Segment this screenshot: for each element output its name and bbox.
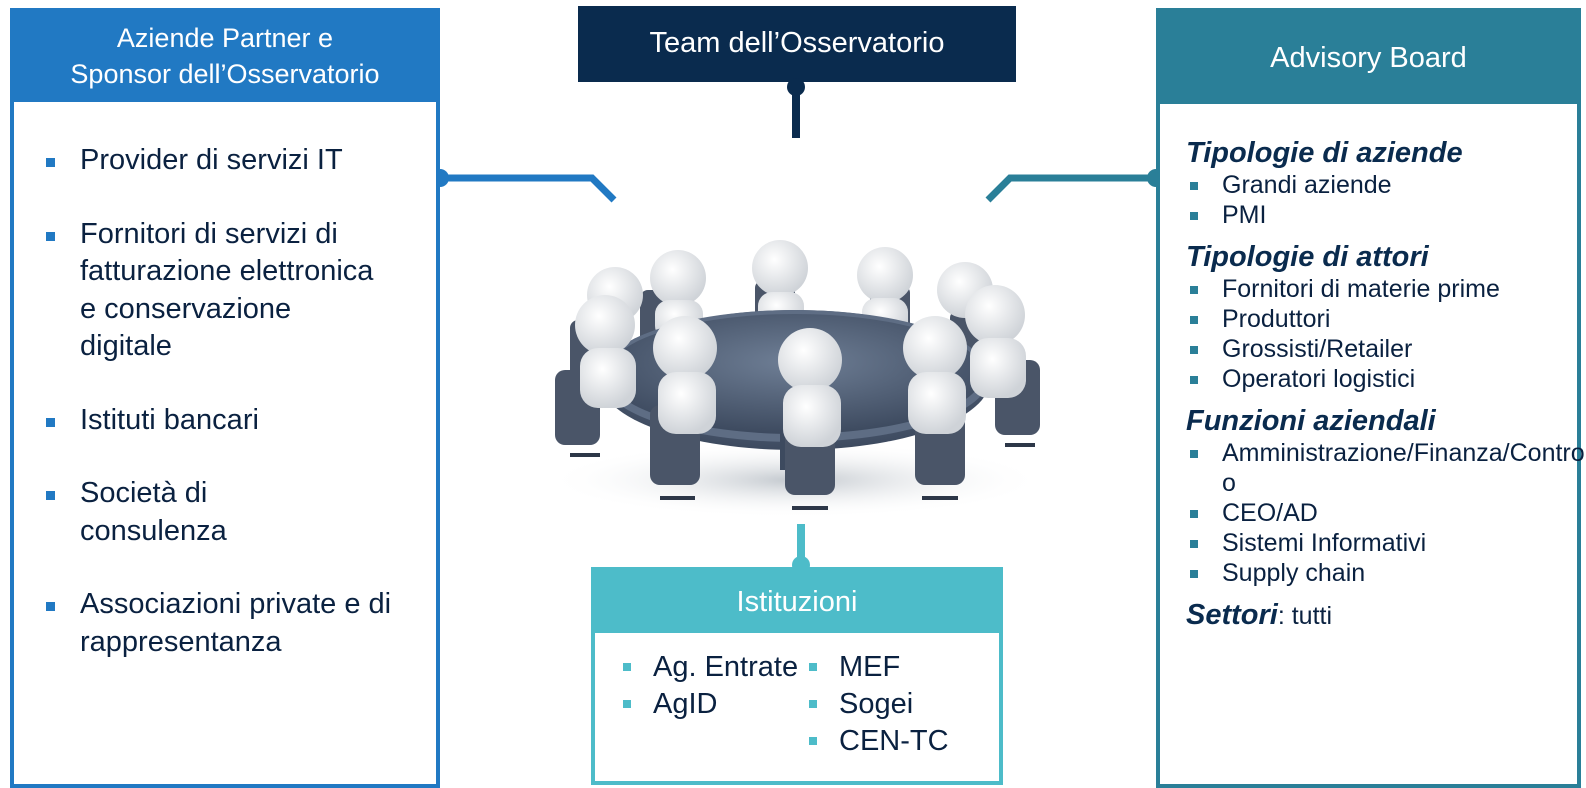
right-connector: [985, 169, 1165, 203]
istituzioni-connector: [797, 524, 805, 568]
istituzioni-list-col1: Ag. Entrate AgID: [619, 649, 798, 723]
settori-value: : tutti: [1277, 602, 1333, 630]
round-table-meeting-illustration: [545, 240, 1045, 518]
list-item: Supply chain: [1186, 558, 1576, 588]
list-item: Sogei: [805, 686, 985, 723]
list-item: Ag. Entrate: [619, 649, 803, 686]
list-item: Società di consulenza: [38, 475, 340, 550]
left-connector: [431, 169, 617, 203]
list-item: Amministrazione/Finanza/Controllo: [1186, 438, 1586, 498]
list-item: Provider di servizi IT: [38, 142, 428, 180]
list-item: Associazioni private e di rappresentanza: [38, 586, 428, 661]
list-item: Produttori: [1186, 304, 1576, 334]
list-item: CEO/AD: [1186, 498, 1576, 528]
group-heading: Tipologie di attori: [1186, 241, 1429, 273]
group-list: Amministrazione/Finanza/Controllo CEO/AD…: [1186, 438, 1586, 588]
istituzioni-panel: Istituzioni Ag. Entrate AgID MEF Sogei C…: [591, 567, 1003, 785]
list-item: Operatori logistici: [1186, 364, 1576, 394]
list-item: PMI: [1186, 200, 1576, 230]
partner-panel-header: Aziende Partner e Sponsor dell’Osservato…: [14, 12, 436, 102]
team-connector: [792, 82, 800, 138]
list-item: Grandi aziende: [1186, 170, 1576, 200]
group-heading: Funzioni aziendali: [1186, 405, 1436, 437]
list-item: AgID: [619, 686, 789, 723]
team-header: Team dell’Osservatorio: [578, 6, 1016, 82]
group-heading: Tipologie di aziende: [1186, 137, 1463, 169]
list-item: Fornitori di materie prime: [1186, 274, 1502, 304]
list-item: Sistemi Informativi: [1186, 528, 1576, 558]
istituzioni-list-col2: MEF Sogei CEN-TC: [805, 649, 985, 760]
list-item: CEN-TC: [805, 723, 985, 760]
list-item: MEF: [805, 649, 985, 686]
partner-title-line1: Aziende Partner e: [116, 23, 334, 53]
advisory-board-panel: Advisory Board Tipologie di aziende Gran…: [1156, 8, 1586, 788]
settori-label: Settori: [1186, 599, 1278, 631]
partner-title-line2: Sponsor dell’Osservatorio: [70, 59, 380, 89]
partner-panel: Aziende Partner e Sponsor dell’Osservato…: [10, 8, 440, 788]
list-item: Grossisti/Retailer: [1186, 334, 1576, 364]
istituzioni-header: Istituzioni: [595, 571, 999, 633]
advisory-board-header: Advisory Board: [1160, 12, 1577, 104]
group-list: Fornitori di materie prime Produttori Gr…: [1186, 274, 1576, 394]
advisory-board-body: Tipologie di aziende Grandi aziende PMI …: [1186, 136, 1586, 633]
list-item: Istituti bancari: [38, 402, 428, 440]
settori-line: Settori: tutti: [1186, 598, 1576, 633]
partner-list: Provider di servizi IT Fornitori di serv…: [38, 142, 428, 661]
list-item: Fornitori di servizi di fatturazione ele…: [38, 216, 380, 366]
team-connector-dot: [787, 78, 805, 96]
group-list: Grandi aziende PMI: [1186, 170, 1576, 230]
